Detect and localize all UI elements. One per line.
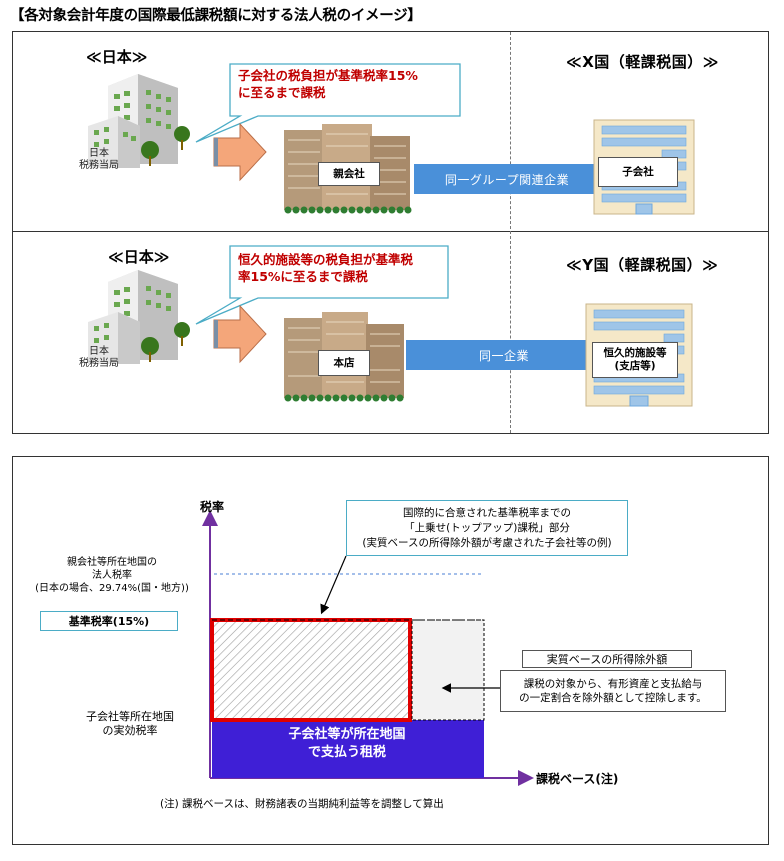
parent-company-label: 親会社 [318, 162, 380, 186]
head-office-label: 本店 [318, 350, 370, 376]
speech-bubble-2 [195, 245, 449, 325]
branch-label-line2: (支店等) [614, 360, 656, 372]
y-country-heading: ≪Y国（軽課税国）≫ [566, 256, 719, 274]
topup-callout-line2: 「上乗せ(トップアップ)課税」部分 [404, 521, 570, 534]
tax-office-label: 日本 税務当局 [76, 148, 122, 172]
topup-callout: 国際的に合意された基準税率までの 「上乗せ(トップアップ)課税」部分 (実質ベー… [346, 500, 628, 556]
branch-label-line1: 恒久的施設等 [603, 347, 667, 359]
same-company-band: 同一企業 [406, 340, 602, 370]
tax-paid-text-line1: 子会社等が所在地国 [288, 727, 406, 742]
arrow-right-icon-2 [213, 304, 267, 364]
effective-rate-line2: の実効税率 [102, 724, 158, 737]
subsidiary-label: 子会社 [598, 157, 678, 187]
effective-rate-label: 子会社等所在地国 の実効税率 [60, 710, 200, 738]
page-title: 【各対象会計年度の国際最低課税額に対する法人税のイメージ】 [10, 8, 422, 24]
group-relation-band: 同一グループ関連企業 [414, 164, 600, 194]
tax-paid-text-line2: で支払う租税 [307, 745, 386, 760]
topup-callout-line3: (実質ベースの所得除外額が考慮された子会社等の例) [362, 536, 612, 549]
tax-office-label-2-line1: 日本 [89, 346, 109, 357]
branch-label: 恒久的施設等 (支店等) [592, 342, 678, 378]
tax-office-label-line1: 日本 [89, 148, 109, 159]
bubble-text-2: 恒久的施設等の税負担が基準税 率15%に至るまで課税 [238, 251, 413, 285]
japan-heading: ≪日本≫ [86, 48, 148, 66]
parent-rate-line3: (日本の場合、29.74%(国・地方)) [35, 583, 189, 594]
exclusion-description: 課税の対象から、有形資産と支払給与 の一定割合を除外額として控除します。 [500, 670, 726, 712]
tax-office-building-icon-2 [88, 270, 190, 364]
exclusion-description-line1: 課税の対象から、有形資産と支払給与 [523, 678, 703, 690]
bubble-text-2-line2: 率15%に至るまで課税 [238, 269, 368, 284]
tax-paid-bar [212, 720, 484, 778]
bubble-text: 子会社の税負担が基準税率15% に至るまで課税 [238, 67, 418, 101]
effective-rate-line1: 子会社等所在地国 [86, 710, 174, 723]
tax-office-building-icon [88, 74, 190, 168]
tax-office-label-2: 日本 税務当局 [76, 346, 122, 370]
tax-office-label-line2: 税務当局 [79, 160, 119, 171]
row-divider [12, 231, 769, 232]
top-diagram-panel [12, 31, 769, 434]
japan-heading-2: ≪日本≫ [108, 248, 170, 266]
topup-pointer-arrow [320, 555, 347, 615]
exclusion-title: 実質ベースの所得除外額 [522, 650, 692, 668]
tax-paid-text: 子会社等が所在地国 で支払う租税 [214, 726, 480, 762]
speech-bubble [195, 63, 461, 143]
country-divider [510, 32, 511, 433]
bubble-text-2-line1: 恒久的施設等の税負担が基準税 [238, 252, 414, 267]
tax-office-label-2-line2: 税務当局 [79, 358, 119, 369]
y-axis-label: 税率 [200, 500, 225, 514]
base-rate-label: 基準税率(15%) [40, 611, 178, 631]
exclusion-area [411, 619, 485, 721]
bubble-text-line1: 子会社の税負担が基準税率15% [238, 68, 418, 83]
chart-note: (注) 課税ベースは、財務諸表の当期純利益等を調整して算出 [160, 798, 444, 810]
exclusion-description-line2: の一定割合を除外額として控除します。 [519, 692, 707, 704]
parent-rate-line1: 親会社等所在地国の [67, 557, 157, 568]
arrow-right-icon [213, 122, 267, 182]
bubble-text-line2: に至るまで課税 [238, 85, 326, 100]
topup-callout-line1: 国際的に合意された基準税率までの [403, 506, 571, 519]
x-country-heading: ≪X国（軽課税国）≫ [566, 53, 719, 71]
topup-area [210, 618, 412, 722]
parent-rate-line2: 法人税率 [92, 570, 132, 581]
chart-panel [12, 456, 769, 845]
parent-rate-label: 親会社等所在地国の 法人税率 (日本の場合、29.74%(国・地方)) [20, 556, 204, 595]
x-axis-label: 課税ベース(注) [536, 772, 619, 786]
